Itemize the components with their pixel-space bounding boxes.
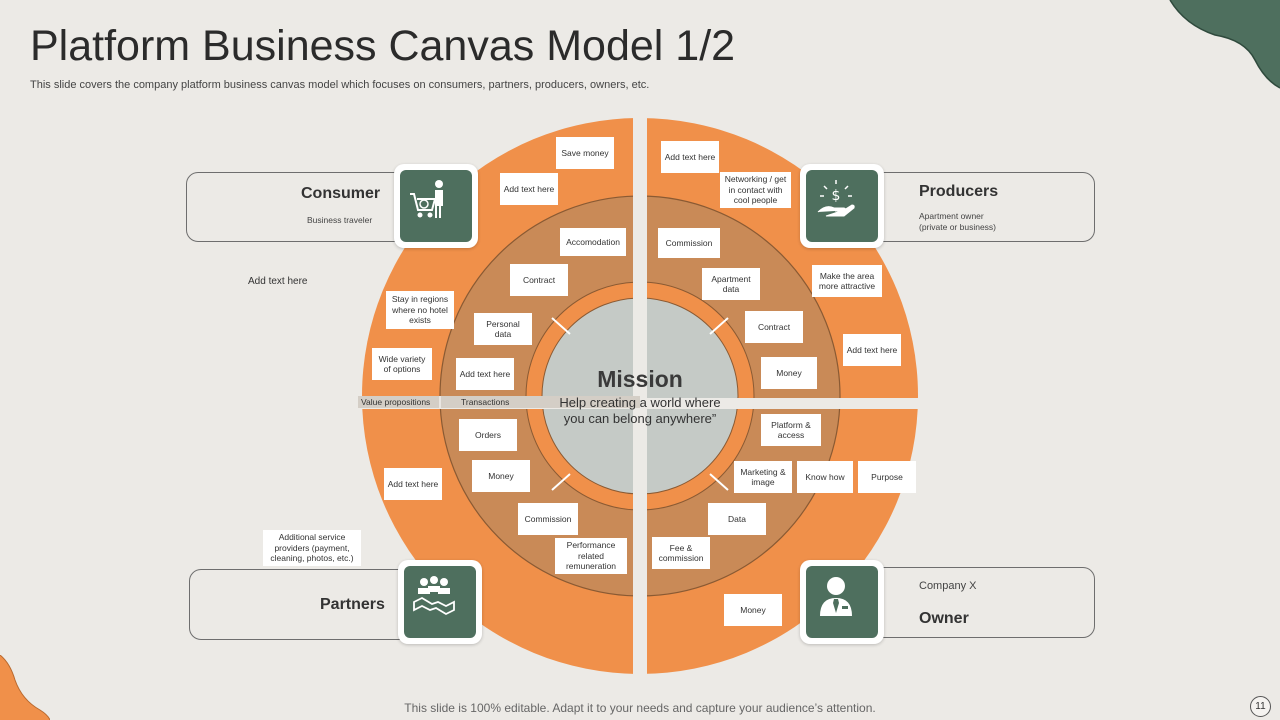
commission-box-bottom: Commission (518, 503, 578, 535)
money-hand-icon: $ (817, 180, 855, 217)
transactions-label: Transactions (461, 397, 510, 407)
contract-box-left: Contract (510, 264, 568, 296)
producers-subtitle-text: Apartment owner (private or business) (919, 211, 997, 232)
money-box-left: Money (472, 460, 530, 492)
mission-text: Help creating a world where you can belo… (559, 395, 721, 426)
partners-icon-box (398, 560, 482, 644)
footer-text: This slide is 100% editable. Adapt it to… (404, 701, 876, 715)
add-text-box-bottom-left: Add text here (384, 468, 442, 500)
contract-box-right: Contract (745, 311, 803, 343)
personal-data-box: Personal data (474, 313, 532, 345)
commission-box-right: Commission (658, 228, 720, 258)
networking-box: Networking / get in contact with cool pe… (720, 172, 791, 208)
owner-title: Owner (919, 610, 969, 627)
page-number: 11 (1250, 696, 1271, 717)
consumer-title: Consumer (301, 185, 381, 202)
consumer-subtitle: Business traveler (307, 215, 373, 225)
consumer-icon-box (394, 164, 478, 248)
corner-decoration-top-right (1169, 0, 1280, 89)
add-text-box-top-right: Add text here (661, 141, 719, 173)
fee-commission-box: Fee & commission (652, 537, 710, 569)
performance-box: Performance related remuneration (555, 538, 627, 574)
add-text-box-top-left: Add text here (500, 173, 558, 205)
add-text-box-right: Add text here (843, 334, 901, 366)
owner-icon-box (800, 560, 884, 644)
svg-text:$: $ (832, 188, 841, 204)
marketing-box: Marketing & image (734, 461, 792, 493)
add-text-left: Add text here (248, 276, 308, 287)
handshake-icon (413, 576, 455, 616)
purpose-box: Purpose (858, 461, 916, 493)
producers-icon-box: $ (800, 164, 884, 248)
apartment-data-box: Apartment data (702, 268, 760, 300)
page-subtitle: This slide covers the company platform b… (30, 79, 650, 91)
money-box-bottom: Money (724, 594, 782, 626)
accomodation-box: Accomodation (560, 228, 626, 256)
corner-decoration-bottom-left (0, 655, 50, 720)
add-text-box-inner-left: Add text here (456, 358, 514, 390)
wide-variety-box: Wide variety of options (372, 348, 432, 380)
mission-title: Mission (597, 366, 683, 392)
know-how-box: Know how (797, 461, 853, 493)
value-propositions-label: Value propositions (361, 397, 431, 407)
producers-title: Producers (919, 183, 999, 200)
producers-subtitle: Apartment owner (private or business) (919, 211, 996, 233)
money-box-right: Money (761, 357, 817, 389)
page-title: Platform Business Canvas Model 1/2 (30, 22, 736, 70)
orders-box: Orders (459, 419, 517, 451)
partners-title: Partners (320, 596, 385, 613)
make-area-box: Make the area more attractive (812, 265, 882, 297)
data-box: Data (708, 503, 766, 535)
save-money-box: Save money (556, 137, 614, 169)
businessman-icon (820, 577, 852, 616)
owner-company: Company X (919, 580, 977, 592)
shopping-cart-person-icon (410, 180, 443, 218)
stay-regions-box: Stay in regions where no hotel exists (386, 291, 454, 329)
platform-access-box: Platform & access (761, 414, 821, 446)
additional-service-box: Additional service providers (payment, c… (263, 530, 361, 566)
